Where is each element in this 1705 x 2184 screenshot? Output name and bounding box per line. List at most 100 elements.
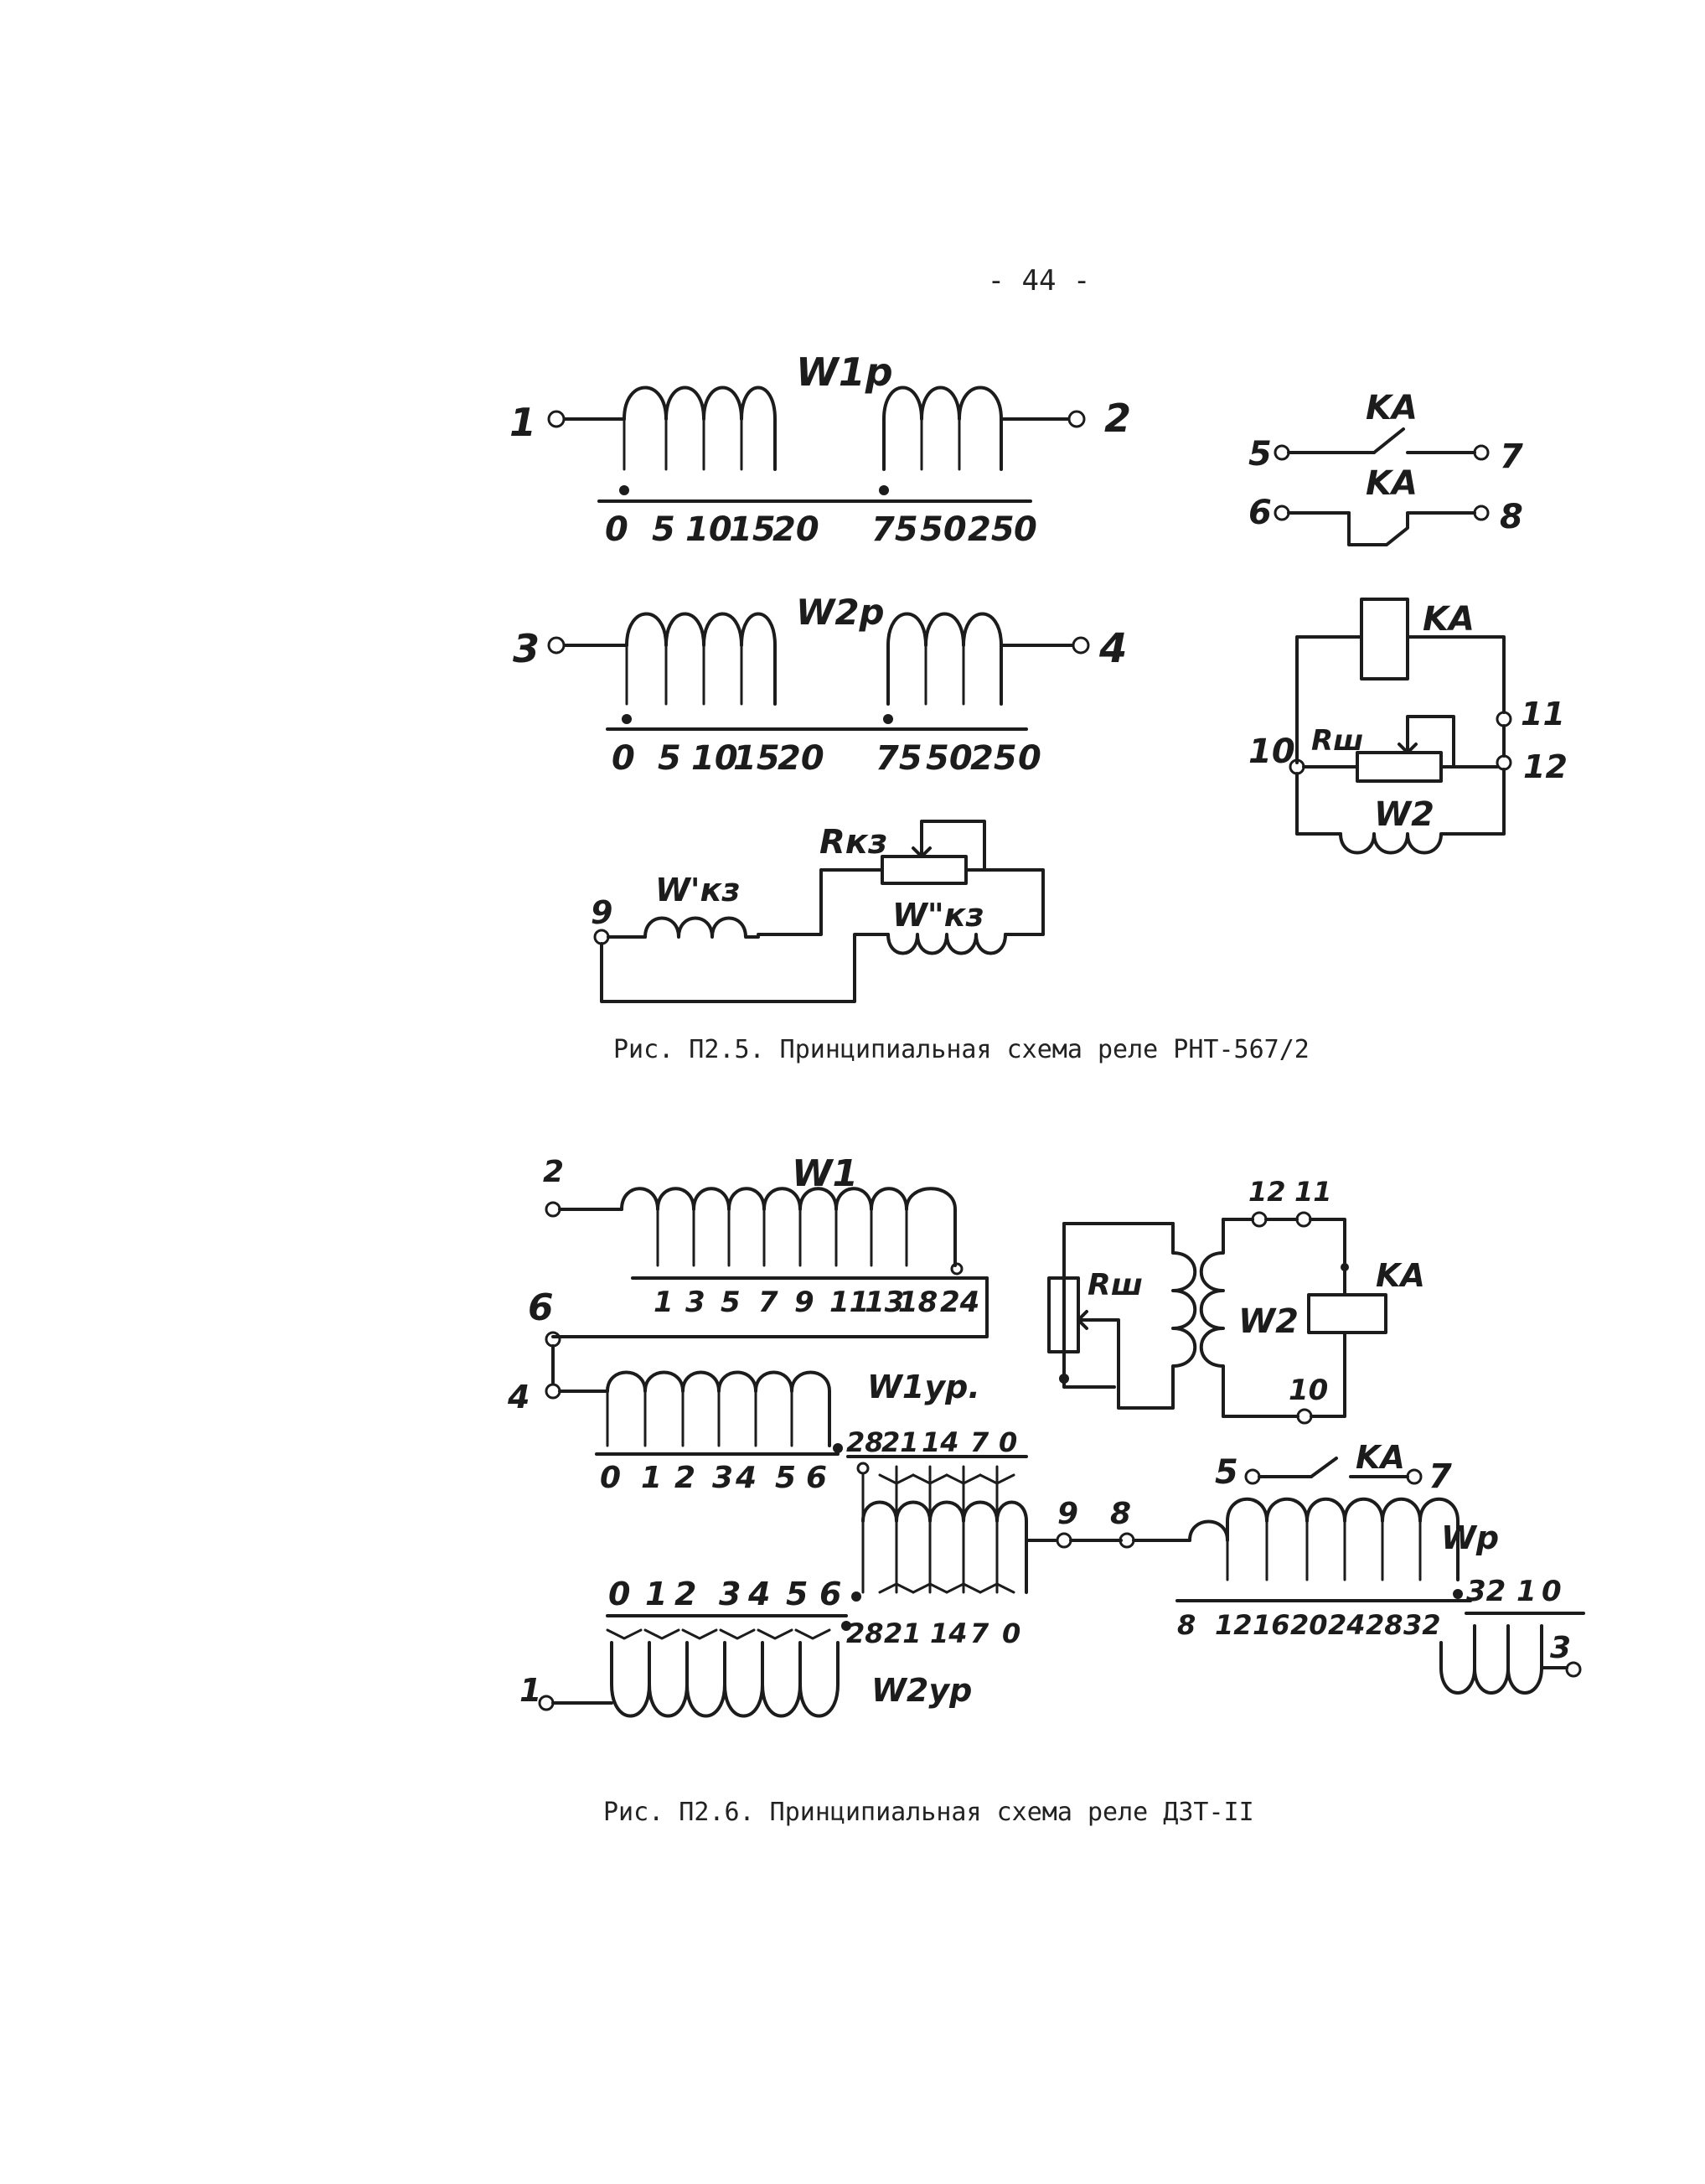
w1-tap-labels: 1 3 5 7 9 11 13 18 24 — [654, 1286, 979, 1319]
w2p-tap-0b: 0 — [1018, 739, 1041, 778]
w1yr-tap-5: 5 — [775, 1461, 796, 1495]
w1yr-label: W1ур. — [867, 1369, 980, 1405]
wp-tap-labels: 8 12 16 20 24 28 32 — [1177, 1609, 1441, 1641]
terminal-4-symbol — [1072, 636, 1090, 655]
relay6-w2-label: W2 — [1238, 1302, 1299, 1341]
terminal-11b: 11 — [1294, 1176, 1332, 1208]
w2p-tap-5: 5 — [658, 739, 681, 778]
w1yr-tapb-28: 28 — [846, 1426, 884, 1458]
w2p-tap-labels: 0 5 10 15 20 75 50 25 0 — [612, 739, 1041, 778]
terminal-9b: 9 — [1057, 1497, 1078, 1531]
relay-block-5: KA 11 10 12 Rш W2 — [1248, 598, 1568, 855]
terminal-2b: 2 — [543, 1155, 564, 1189]
w1p-tap-50: 50 — [920, 510, 967, 549]
terminal-5: 5 — [1248, 435, 1272, 474]
w1yr-tapb-0: 0 — [999, 1426, 1017, 1458]
wp-tap-12: 12 — [1215, 1609, 1253, 1641]
w1-tap-3: 3 — [685, 1286, 705, 1319]
w2yr-tap-1: 1 — [645, 1576, 667, 1612]
contact-ka-6: 5 KA 7 — [1215, 1439, 1452, 1496]
w2-coil-5 — [1339, 768, 1506, 855]
w2p-tap-25: 25 — [970, 739, 1017, 778]
w1p-tap-labels: 0 5 10 15 20 75 50 25 0 — [605, 510, 1037, 549]
w1yr-tap-1: 1 — [641, 1461, 662, 1495]
w1yr-tap-3: 3 — [712, 1461, 733, 1495]
w2yr-tapb-21: 21 — [884, 1617, 922, 1649]
w2yr-tap-labels: 0 1 2 3 4 5 6 — [608, 1576, 841, 1612]
contact-ka-label-bottom: KA — [1366, 464, 1418, 503]
w2yr-tap-3: 3 — [719, 1576, 741, 1612]
w1yr-tap-2: 2 — [674, 1461, 695, 1495]
terminal-2: 2 — [1104, 396, 1131, 441]
w2-coil-6-primary — [1117, 1222, 1197, 1410]
w1-tap-18: 18 — [898, 1286, 938, 1319]
w1p-tap-5: 5 — [652, 510, 675, 549]
terminal-8b: 8 — [1110, 1497, 1131, 1531]
w2yr-tap-0: 0 — [608, 1576, 630, 1612]
figure-6-diagram: W1 2 1 3 5 7 9 11 — [507, 1152, 1585, 1827]
rsh-slider — [1406, 715, 1455, 769]
w2yr-coil — [610, 1641, 840, 1718]
w2yr-tapb-7: 7 — [970, 1617, 989, 1649]
terminal-12b: 12 — [1248, 1176, 1286, 1208]
terminal-4: 4 — [1098, 625, 1127, 672]
w1yr-tap-labels: 0 1 2 3 4 5 6 — [600, 1461, 827, 1495]
wkz1-label: W'кз — [655, 872, 740, 908]
page-number: - 44 - — [988, 264, 1091, 298]
wp-tapb-0: 0 — [1542, 1575, 1562, 1608]
rkz-resistor — [881, 855, 968, 885]
w2yr-tapb-0: 0 — [1002, 1617, 1020, 1649]
relay-w2-label: W2 — [1374, 795, 1434, 834]
relay-rsh-label: Rш — [1311, 724, 1363, 758]
w2p-label: W2p — [796, 592, 885, 633]
rsh-resistor-6 — [1047, 1276, 1080, 1353]
relay-coil-ka-6 — [1307, 1293, 1387, 1334]
terminal-9: 9 — [591, 894, 612, 931]
w1-taps — [656, 1208, 908, 1267]
w1p-tap-25: 25 — [968, 510, 1015, 549]
wkz2-coil — [886, 933, 1007, 955]
w2p-tap-15: 15 — [733, 739, 780, 778]
w1yr-tapb-14: 14 — [922, 1426, 959, 1458]
terminal-1: 1 — [509, 400, 536, 445]
wp-tap-labels-b: 32 1 0 — [1466, 1575, 1562, 1608]
terminal-4b: 4 — [507, 1379, 530, 1415]
w1-tap-24: 24 — [940, 1286, 979, 1319]
contact-no-blade — [1372, 427, 1405, 454]
w2p-tap-0: 0 — [612, 739, 635, 778]
terminal-6b: 6 — [528, 1286, 554, 1329]
wp-winding: 9 8 Wp 8 12 16 20 24 28 32 — [1056, 1497, 1585, 1695]
terminal-12: 12 — [1523, 748, 1568, 785]
wp-tap-24: 24 — [1328, 1609, 1366, 1641]
relay6-ka-label: KA — [1376, 1257, 1425, 1294]
w2p-coil-left — [625, 612, 777, 706]
w2p-tap-20: 20 — [778, 739, 824, 778]
terminal-8: 8 — [1500, 498, 1523, 536]
w1p-tap-75: 75 — [871, 510, 918, 549]
wkz1-coil — [643, 916, 760, 939]
w2p-tap-50: 50 — [926, 739, 973, 778]
wp-coil — [1188, 1497, 1460, 1581]
rsh-slider-6 — [1077, 1318, 1120, 1389]
wp-tapb-1: 1 — [1516, 1575, 1537, 1608]
w2p-winding: W2p 3 4 0 5 10 15 20 75 — [513, 592, 1127, 778]
contact6-ka-label: KA — [1356, 1439, 1405, 1476]
terminal-6: 6 — [1248, 494, 1272, 532]
ka-contacts: KA 5 7 KA 6 8 — [1248, 389, 1523, 546]
figure-5-caption: Рис. П2.5. Принципиальная схема реле РНТ… — [613, 1035, 1310, 1064]
w1p-coil-left — [623, 386, 777, 471]
w1-tap-9: 9 — [794, 1286, 814, 1319]
contact-ka-label-top: KA — [1366, 389, 1418, 427]
w2yr-tap-labels-b: 28 21 14 7 0 — [846, 1617, 1020, 1649]
w1yr-tap-0: 0 — [600, 1461, 621, 1495]
w1-tap-1: 1 — [654, 1286, 674, 1319]
terminal-3: 3 — [513, 626, 540, 671]
wp-tap-32: 32 — [1403, 1609, 1441, 1641]
terminal-10: 10 — [1248, 732, 1295, 771]
w2p-tap-75: 75 — [876, 739, 922, 778]
w2-coil-6-secondary — [1199, 1222, 1225, 1418]
w2yr-winding: 0 1 2 3 4 5 6 28 21 14 7 0 — [519, 1576, 1020, 1718]
contact6-blade — [1310, 1457, 1338, 1478]
terminal-7: 7 — [1500, 437, 1523, 476]
